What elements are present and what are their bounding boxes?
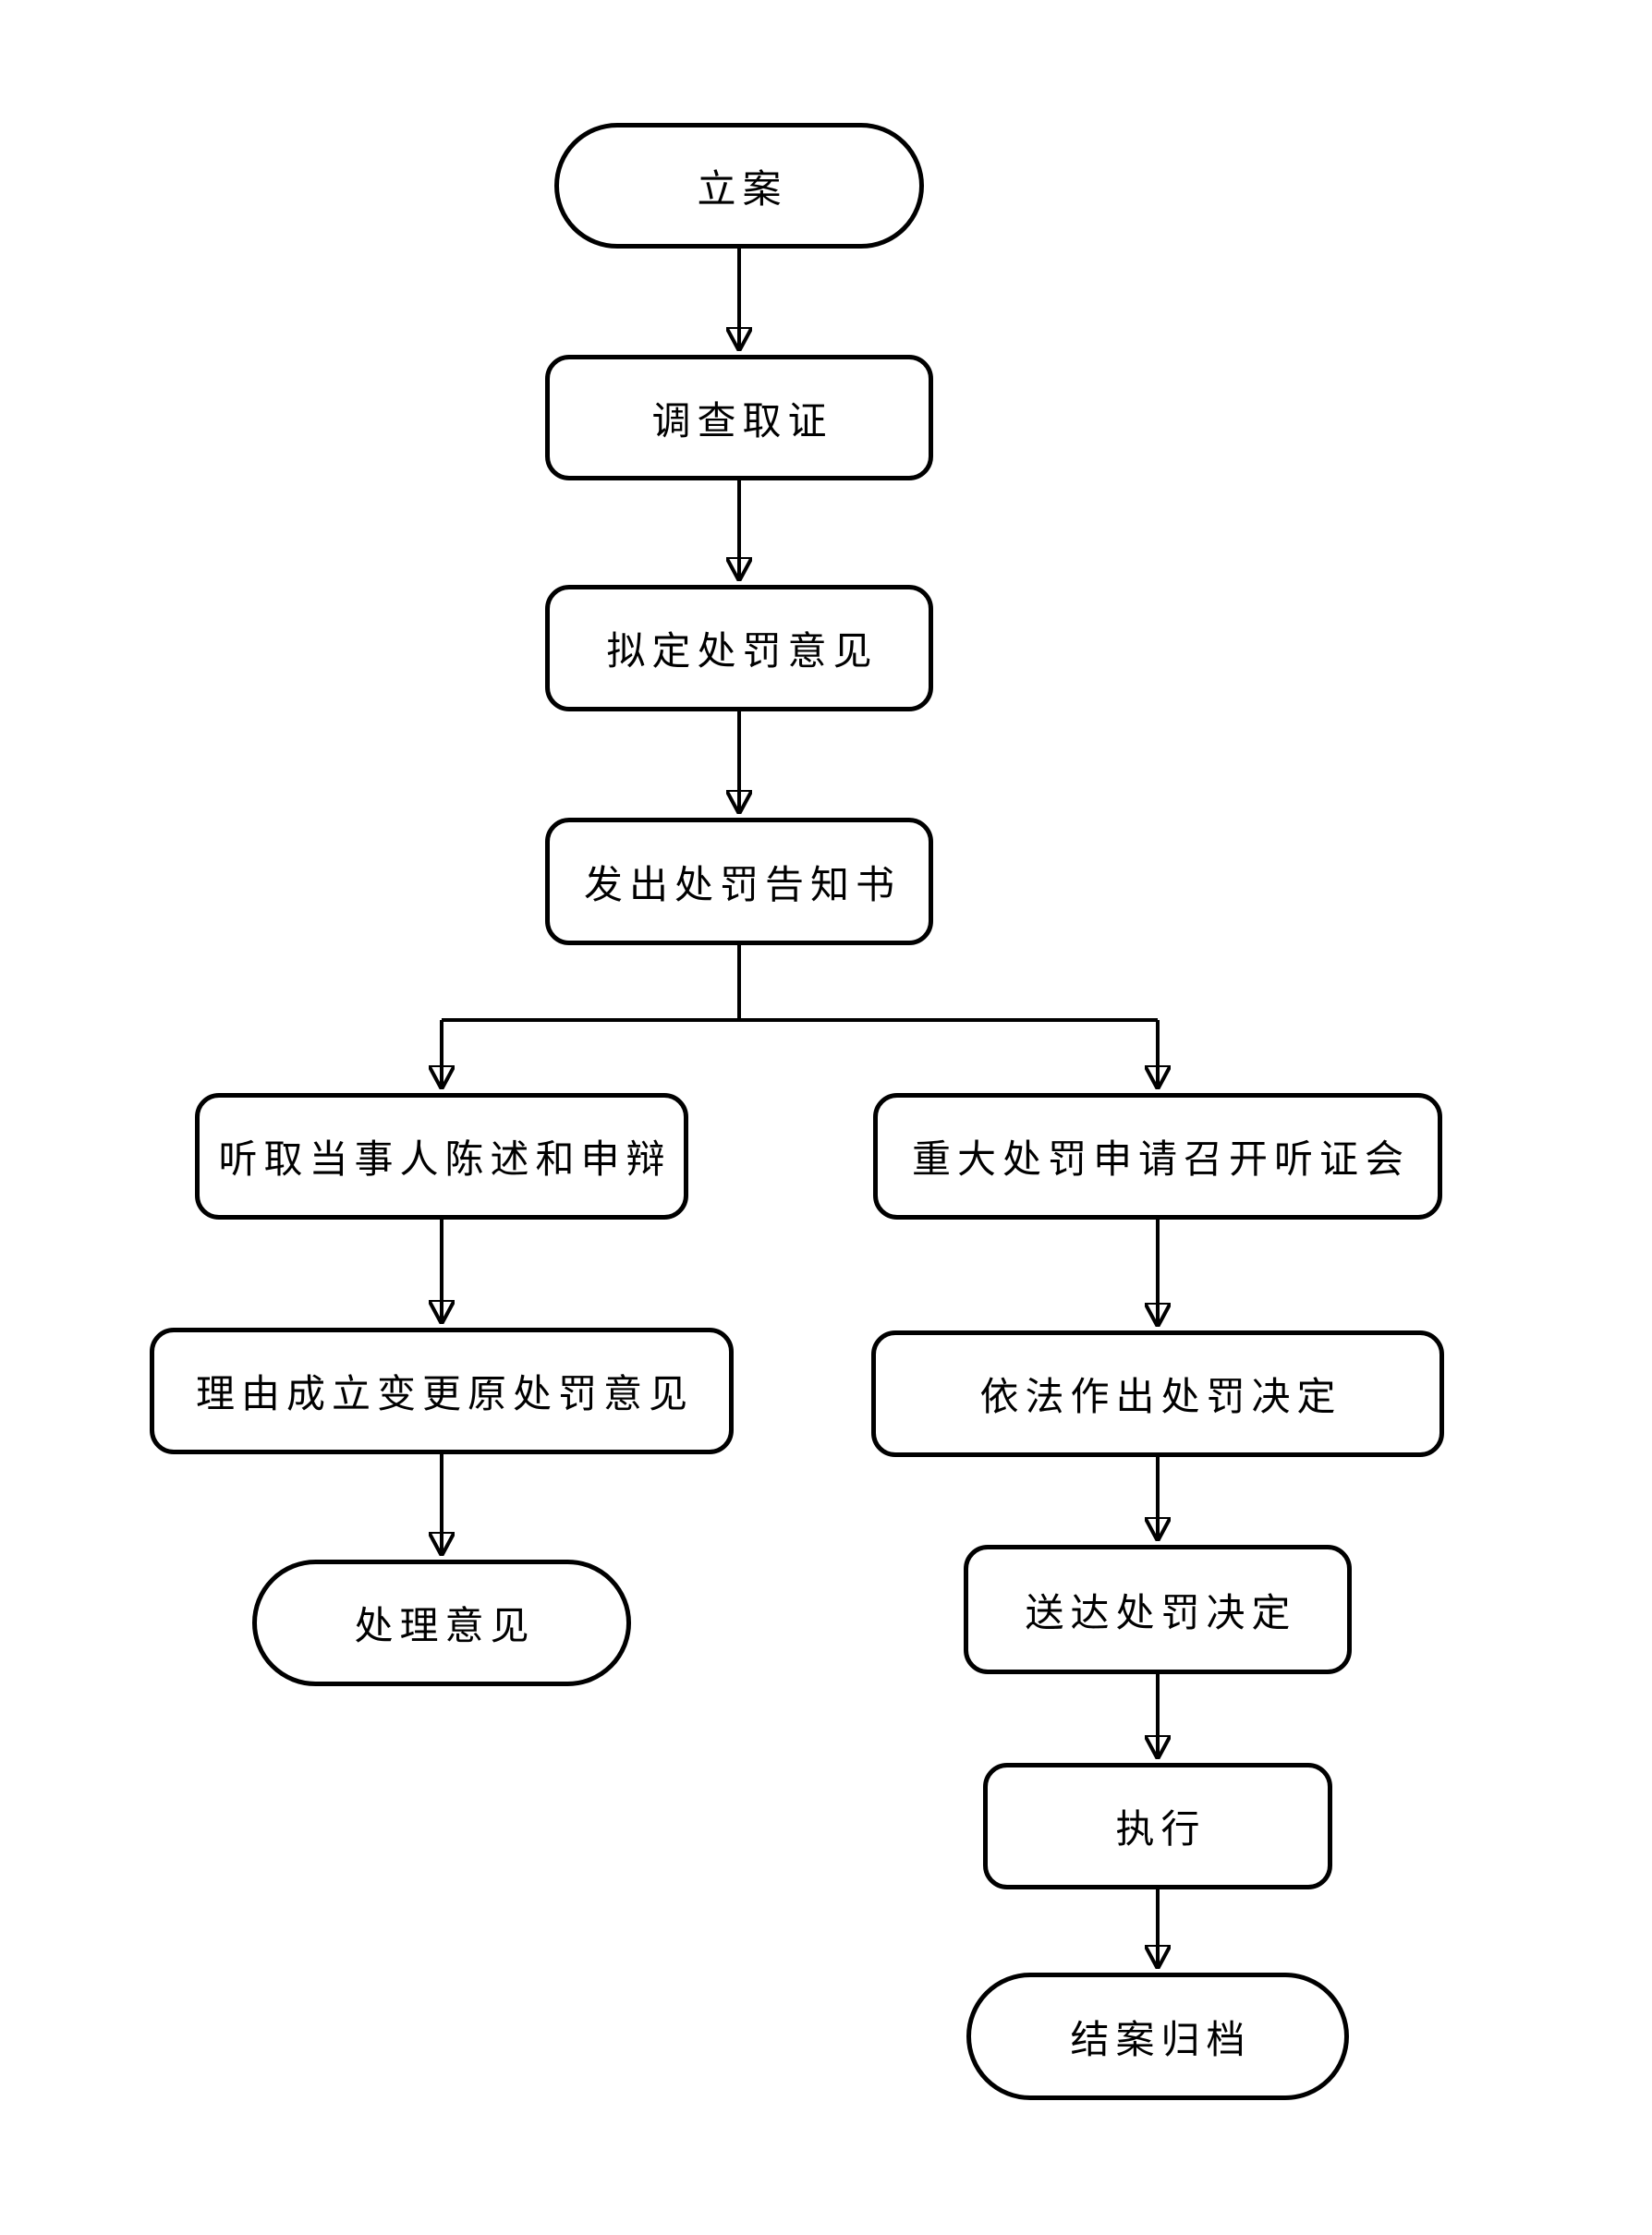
flowchart-node-jie-an-gui-dang: 结案归档 bbox=[966, 1973, 1349, 2100]
flowchart-node-ting-qu-chen-shu: 听取当事人陈述和申辩 bbox=[195, 1093, 688, 1220]
flowchart-node-li-you-cheng-li: 理由成立变更原处罚意见 bbox=[150, 1328, 734, 1454]
node-label: 结案归档 bbox=[1070, 2019, 1252, 2062]
flowchart-node-zhong-da-chu-fa: 重大处罚申请召开听证会 bbox=[873, 1093, 1442, 1220]
flowchart-node-zhi-xing: 执行 bbox=[983, 1763, 1332, 1889]
flowchart-node-li-an: 立案 bbox=[554, 123, 924, 249]
node-label: 听取当事人陈述和申辩 bbox=[218, 1139, 672, 1182]
node-label: 执行 bbox=[1115, 1809, 1207, 1852]
edge-branch-stem bbox=[442, 945, 1158, 1022]
flowchart-node-chu-li-yi-jian: 处理意见 bbox=[252, 1560, 631, 1686]
flowchart-node-fa-chu-gao-zhi-shu: 发出处罚告知书 bbox=[545, 818, 933, 945]
node-label: 依法作出处罚决定 bbox=[979, 1377, 1342, 1419]
flowchart-node-diao-cha-qu-zheng: 调查取证 bbox=[545, 355, 933, 480]
node-label: 理由成立变更原处罚意见 bbox=[195, 1374, 694, 1416]
node-label: 重大处罚申请召开听证会 bbox=[911, 1139, 1410, 1182]
flowchart-node-ni-ding-chu-fa-yi-jian: 拟定处罚意见 bbox=[545, 585, 933, 711]
node-label: 处理意见 bbox=[354, 1606, 536, 1648]
node-label: 拟定处罚意见 bbox=[606, 631, 879, 674]
node-label: 发出处罚告知书 bbox=[583, 864, 901, 907]
node-label: 调查取证 bbox=[651, 400, 833, 443]
flowchart-node-yi-fa-zuo-chu: 依法作出处罚决定 bbox=[871, 1330, 1444, 1457]
node-label: 送达处罚决定 bbox=[1025, 1592, 1297, 1635]
node-label: 立案 bbox=[697, 168, 788, 212]
flowchart-node-song-da-jue-ding: 送达处罚决定 bbox=[964, 1545, 1352, 1674]
